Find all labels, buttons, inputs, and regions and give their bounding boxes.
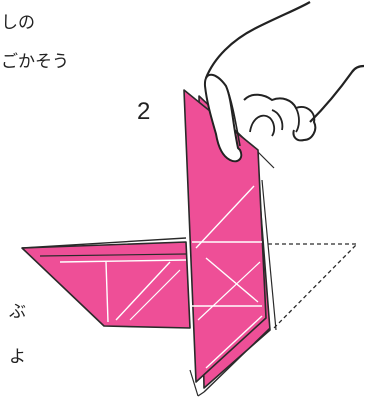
- hand-icon: [205, 2, 364, 161]
- left-wing-flap: [22, 238, 190, 328]
- dashed-fold-guide: [268, 244, 357, 330]
